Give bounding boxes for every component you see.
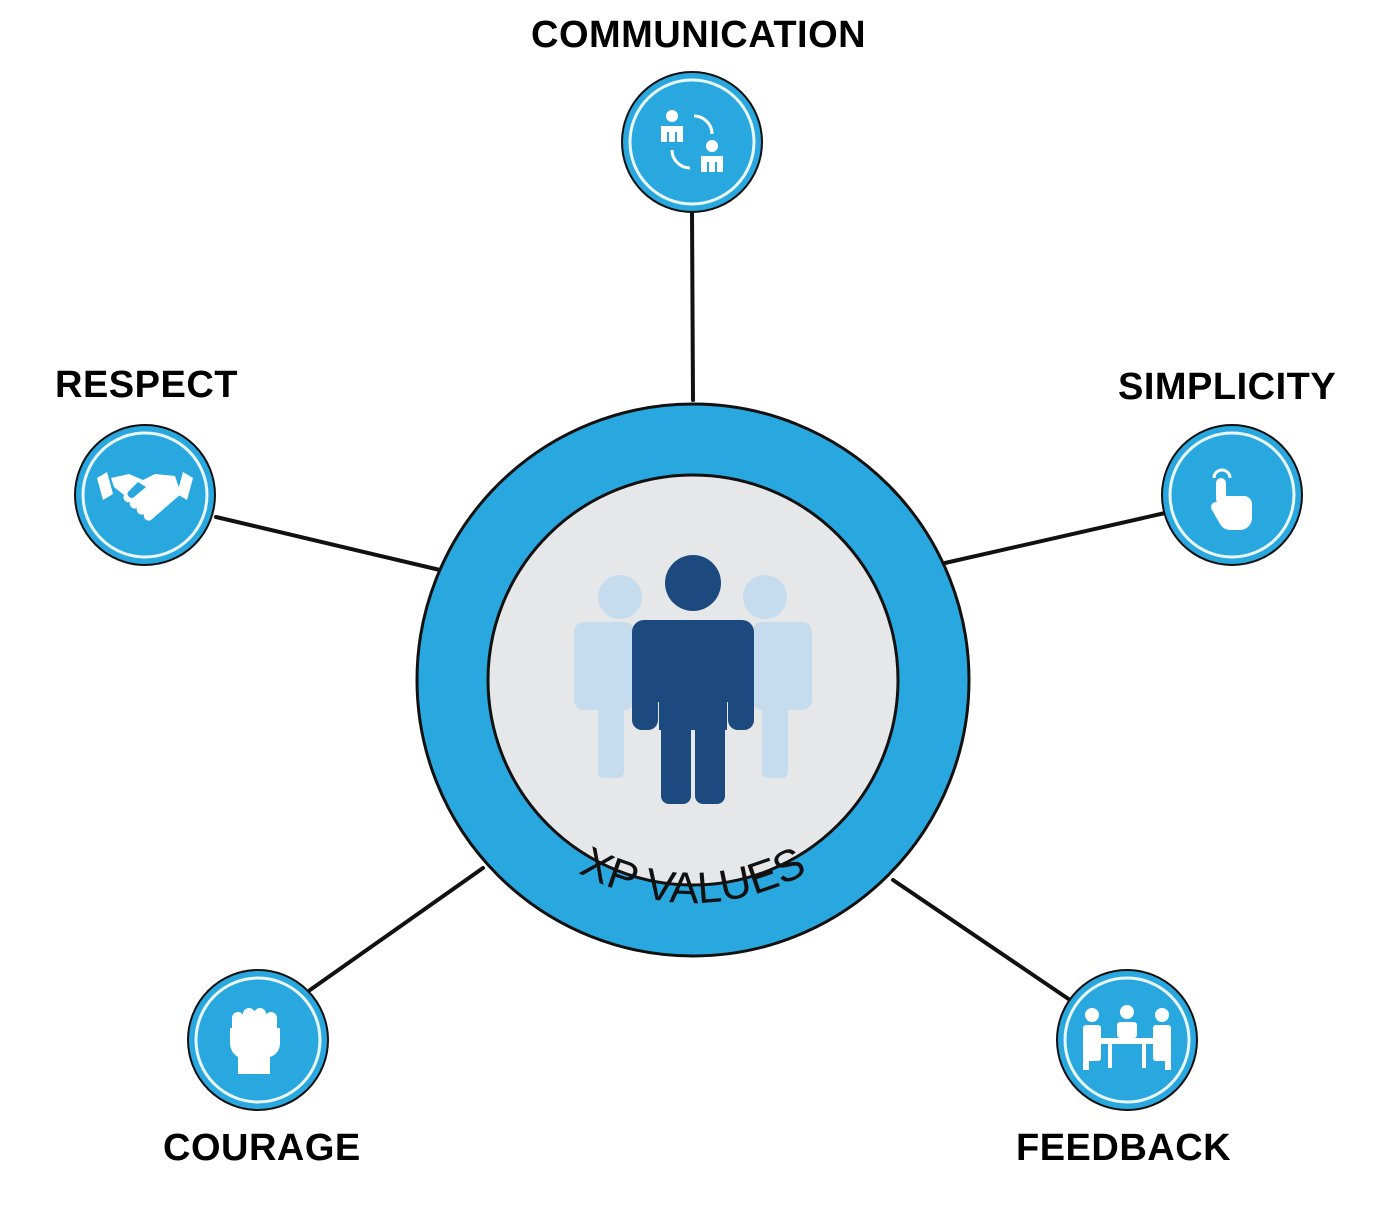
meeting-group-icon: [1083, 1005, 1171, 1070]
node-courage: [187, 969, 329, 1111]
label-courage: COURAGE: [163, 1127, 361, 1169]
handshake-icon: [97, 472, 193, 521]
label-feedback: FEEDBACK: [1016, 1127, 1232, 1169]
label-communication: COMMUNICATION: [531, 14, 867, 56]
raised-fist-icon: [229, 1008, 280, 1074]
connector-simplicity: [943, 511, 1167, 565]
center-hub: XP VALUES: [415, 402, 971, 958]
node-simplicity: [1161, 424, 1303, 566]
connector-respect: [214, 515, 442, 572]
node-respect: [74, 424, 216, 566]
label-respect: RESPECT: [55, 364, 238, 406]
node-feedback: [1056, 969, 1198, 1111]
touch-hand-icon: [1211, 468, 1252, 530]
connector-feedback: [891, 878, 1072, 1002]
connectors: [214, 211, 1167, 1002]
people-exchange-icon: [661, 110, 723, 172]
connector-courage: [308, 866, 485, 992]
label-simplicity: SIMPLICITY: [1118, 366, 1337, 408]
node-communication: [621, 71, 763, 213]
team-people-icon: [574, 555, 812, 804]
connector-communication: [690, 211, 695, 402]
